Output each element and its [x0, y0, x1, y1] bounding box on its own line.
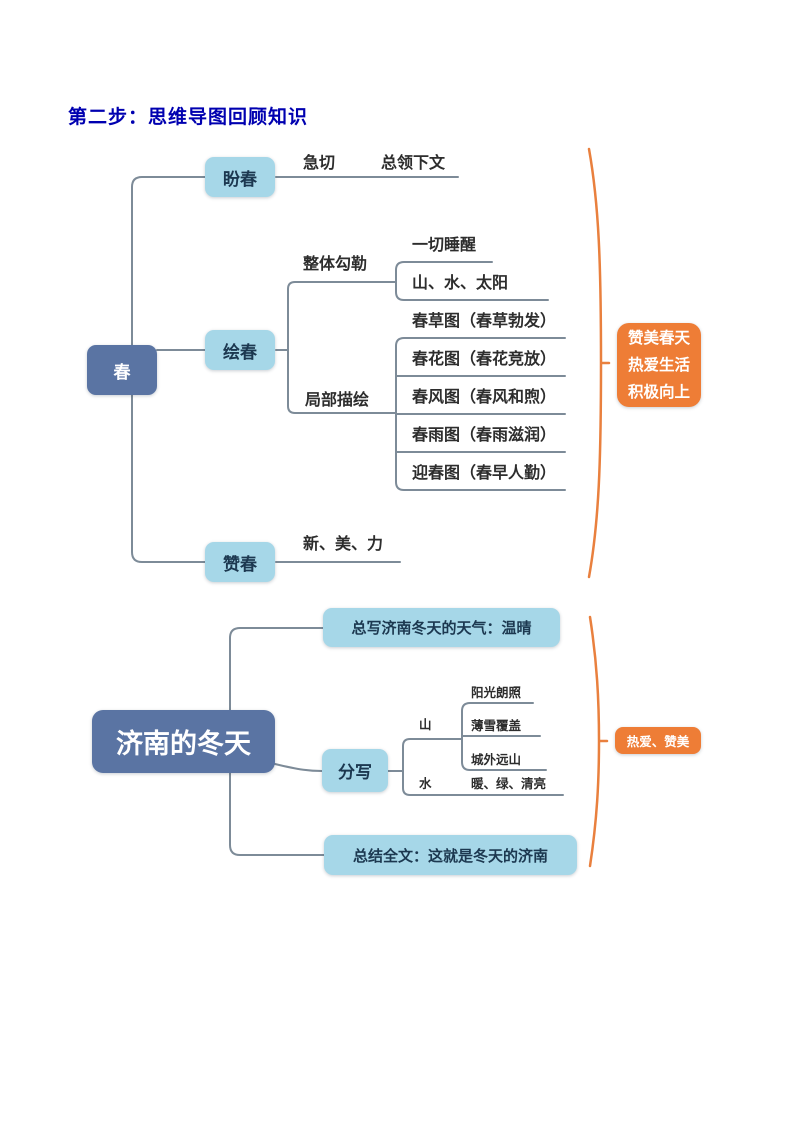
- part-leaf-3: 春雨图（春雨滋润）: [412, 427, 557, 444]
- jinan-summary-brace: [588, 615, 609, 868]
- page-title: 第二步：思维导图回顾知识: [68, 107, 309, 128]
- pan-note-urgent: 急切: [303, 155, 336, 172]
- jinan-top-label: 总写济南冬天的天气：温晴: [351, 620, 532, 637]
- hui-chun-label: 绘春: [223, 342, 257, 362]
- jinan-root-node: 济南的冬天: [92, 710, 275, 773]
- spring-summary-line-1: 热爱生活: [627, 356, 690, 374]
- fenxie-split-line: [387, 738, 564, 796]
- part-leaf-4: 迎春图（春早人勤）: [412, 465, 557, 482]
- water-label: 水: [419, 777, 432, 791]
- mountain-leaf-0: 阳光朗照: [471, 686, 522, 700]
- spring-root-node: 春: [87, 345, 157, 395]
- fenxie-node: 分写: [322, 749, 388, 792]
- spring-summary-brace: [587, 147, 611, 579]
- jinan-bottom-node: 总结全文：这就是冬天的济南: [324, 835, 577, 875]
- spring-root-label: 春: [113, 362, 131, 382]
- water-leaf: 暖、绿、清亮: [471, 777, 547, 791]
- pan-chun-node: 盼春: [205, 157, 275, 197]
- hui-split-line: [275, 281, 396, 414]
- whole-leaf-0: 一切睡醒: [412, 237, 477, 254]
- fenxie-label: 分写: [338, 763, 372, 782]
- part-leaf-group-lines: [395, 337, 566, 491]
- jinan-trunk-line: [229, 627, 325, 856]
- jinan-root-label: 济南的冬天: [116, 729, 251, 759]
- part-leaf-1: 春花图（春花竞放）: [412, 351, 557, 368]
- zan-note: 新、美、力: [303, 536, 384, 553]
- part-depict-label: 局部描绘: [305, 392, 370, 409]
- whole-leaf-1: 山、水、太阳: [412, 275, 509, 292]
- whole-leaf-group-lines: [395, 261, 549, 301]
- hui-chun-node: 绘春: [205, 330, 275, 370]
- spring-summary-line-0: 赞美春天: [627, 329, 690, 347]
- pan-note-lead: 总领下文: [381, 155, 446, 172]
- jinan-bottom-label: 总结全文：这就是冬天的济南: [352, 847, 548, 865]
- pan-chun-label: 盼春: [223, 169, 257, 189]
- jinan-top-node: 总写济南冬天的天气：温晴: [323, 608, 560, 647]
- zan-chun-node: 赞春: [205, 542, 275, 582]
- spring-summary-line-2: 积极向上: [627, 383, 690, 401]
- jinan-summary-node: 热爱、赞美: [615, 727, 701, 754]
- jinan-summary-label: 热爱、赞美: [626, 735, 690, 749]
- mountain-leaf-2: 城外远山: [471, 753, 522, 767]
- mountain-label: 山: [419, 718, 432, 732]
- part-leaf-0: 春草图（春草勃发）: [412, 313, 557, 330]
- mountain-leaf-group-lines: [461, 702, 547, 771]
- spring-summary-node: 赞美春天 热爱生活 积极向上: [617, 323, 701, 407]
- mountain-leaf-1: 薄雪覆盖: [471, 719, 522, 733]
- zan-chun-label: 赞春: [223, 554, 257, 574]
- jinan-root-to-fenxie-line: [274, 763, 323, 772]
- whole-sketch-label: 整体勾勒: [303, 256, 368, 273]
- part-leaf-2: 春风图（春风和煦）: [412, 389, 557, 406]
